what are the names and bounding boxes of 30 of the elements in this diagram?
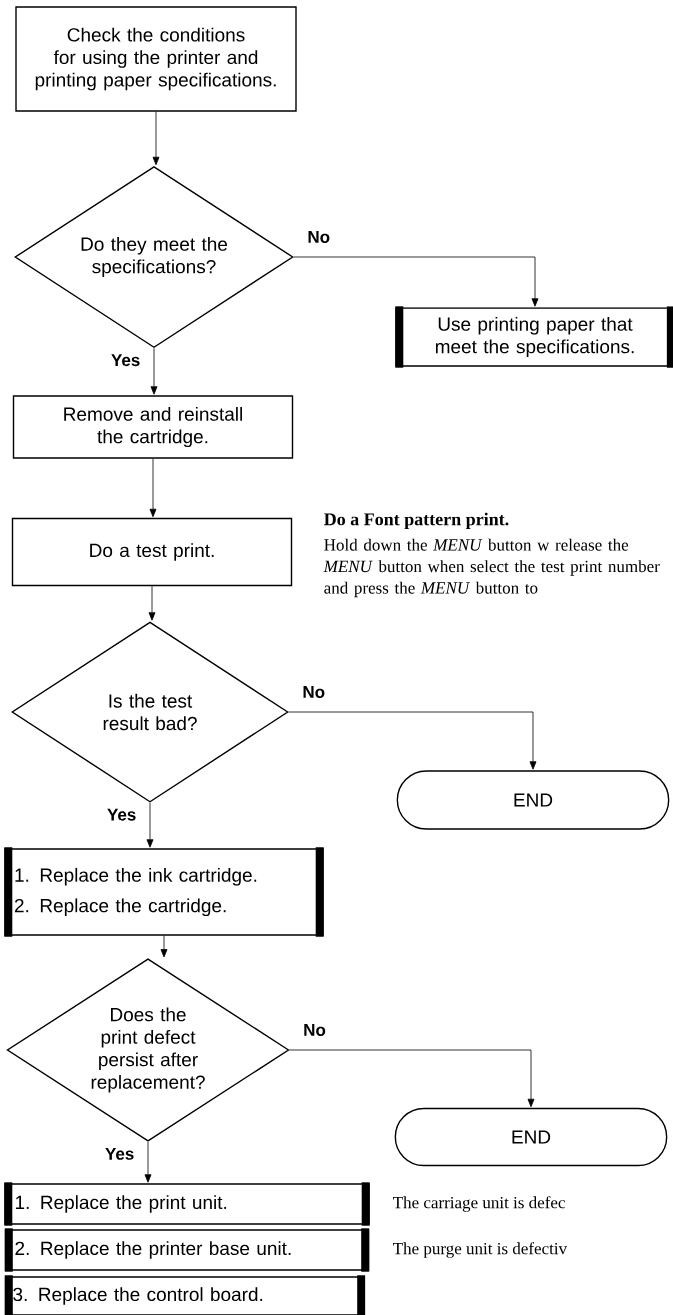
arrow [149,458,157,518]
arrow [293,256,539,307]
process-box: Remove and reinstall the cartridge. [12,395,294,459]
arrow [289,1049,535,1108]
process-box: Do a test print. [11,517,293,587]
terminal-box: END [396,770,670,830]
process-box: 3. Replace the control board. [4,1275,366,1315]
note-text: The carriage unit is defec [393,1196,565,1212]
arrow [288,711,537,770]
note-text: The purge unit is defectiv [393,1242,568,1258]
edge-label: No [303,686,325,698]
process-box: Check the conditions for using the printer and printing paper specifications. [15,6,297,112]
edge-label: Yes [107,808,136,821]
edge-label: No [308,231,330,243]
edge-label: Yes [111,354,140,367]
process-box: 2. Replace the printer base unit. [4,1228,370,1272]
arrow [146,802,154,848]
arrow [160,935,168,958]
arrow [152,111,160,166]
process-box: 1. Replace the ink cartridge. 2. Replace the cartridge. [4,847,324,937]
process-box: Use printing paper that meet the specifications. [395,306,673,368]
edge-label: Yes [105,1147,134,1160]
arrow [150,347,158,395]
note-heading: Do a Font pattern print. [324,512,509,530]
note-text: Hold down the MENU button w release the MENU button when select the test print number and press the MENU button to [323,538,660,598]
arrow [144,1141,152,1183]
terminal-box: END [394,1107,668,1167]
arrow [148,585,156,621]
edge-label: No [304,1024,326,1036]
process-box: 1. Replace the print unit. [4,1182,370,1226]
